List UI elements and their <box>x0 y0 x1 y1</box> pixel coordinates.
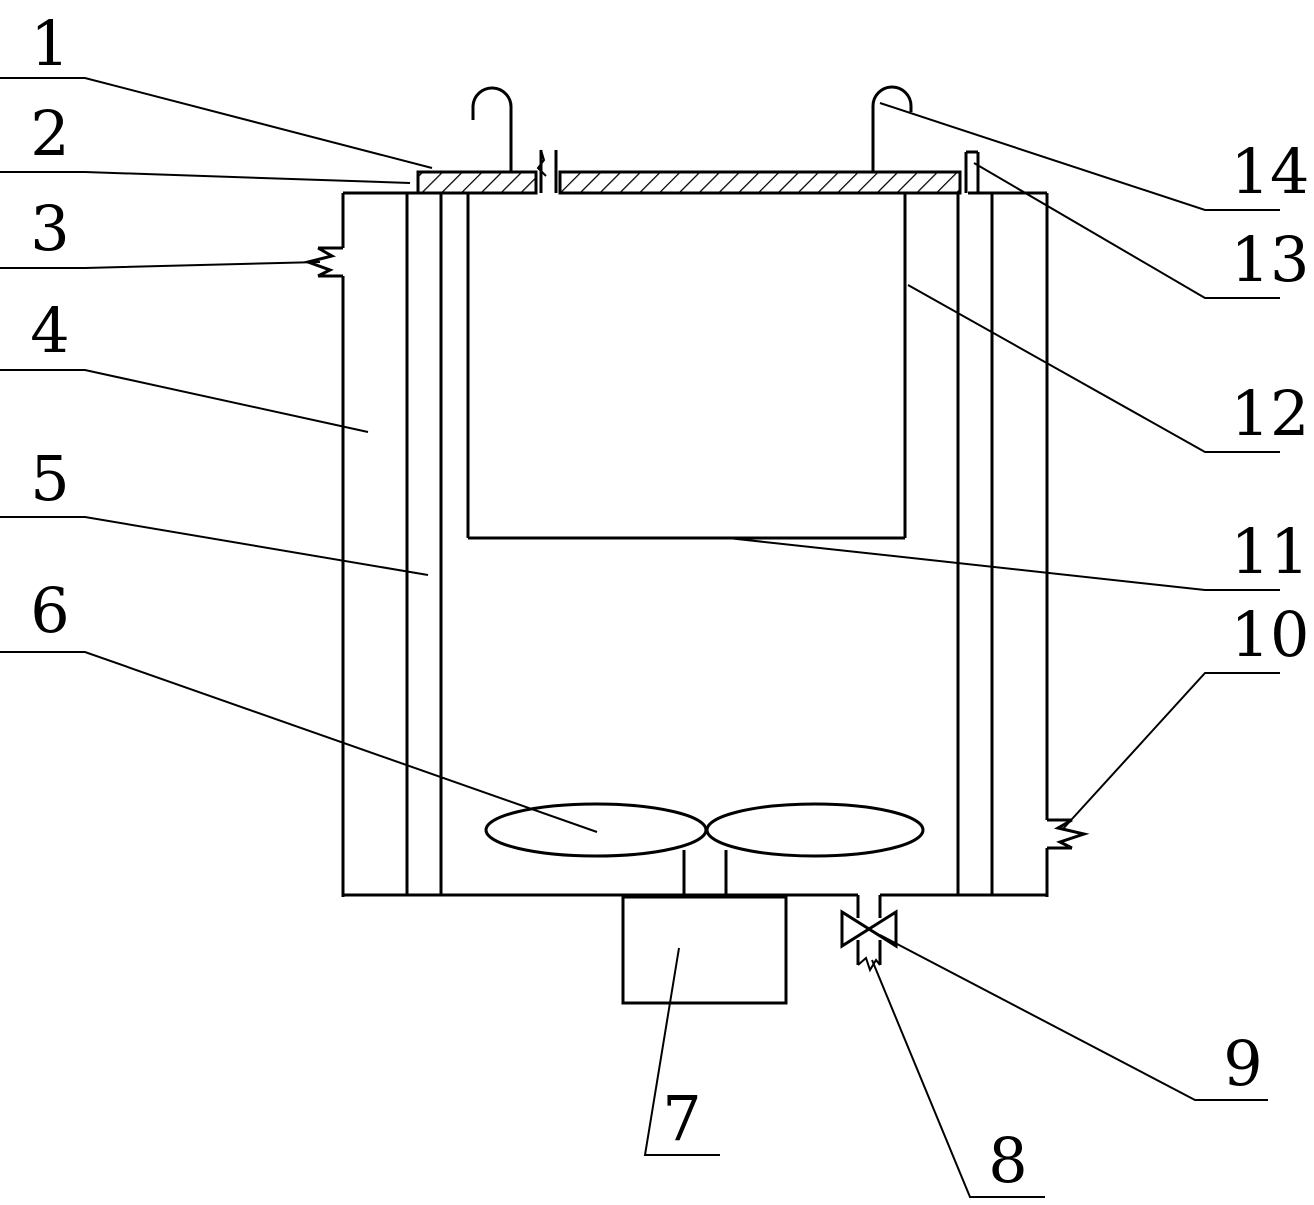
leader-lines <box>0 77 1280 1198</box>
label-9: 9 <box>1223 1027 1262 1100</box>
drain-pipe <box>856 895 882 973</box>
label-13: 13 <box>1231 223 1310 296</box>
labels: 1 2 3 4 5 6 7 8 9 10 11 12 13 14 <box>30 7 1309 1197</box>
vent-fitting-right <box>964 150 980 193</box>
lid <box>416 170 962 195</box>
label-4: 4 <box>30 294 69 367</box>
hook-right <box>871 85 913 172</box>
label-7: 7 <box>662 1082 701 1155</box>
label-3: 3 <box>30 192 69 265</box>
label-8: 8 <box>988 1124 1027 1197</box>
label-10: 10 <box>1231 598 1310 671</box>
drain-valve <box>840 909 898 949</box>
label-5: 5 <box>30 442 69 515</box>
outer-jacket <box>341 191 1049 897</box>
label-11: 11 <box>1231 515 1310 588</box>
label-6: 6 <box>30 574 69 647</box>
outlet-pipe <box>1047 818 1090 850</box>
inner-basket <box>466 193 907 540</box>
hook-left <box>471 86 513 172</box>
label-2: 2 <box>30 97 69 170</box>
label-14: 14 <box>1231 135 1310 208</box>
vent-fitting-left <box>536 149 558 193</box>
propeller <box>484 802 925 895</box>
label-12: 12 <box>1231 377 1310 450</box>
label-1: 1 <box>30 7 69 80</box>
motor <box>621 895 788 1005</box>
